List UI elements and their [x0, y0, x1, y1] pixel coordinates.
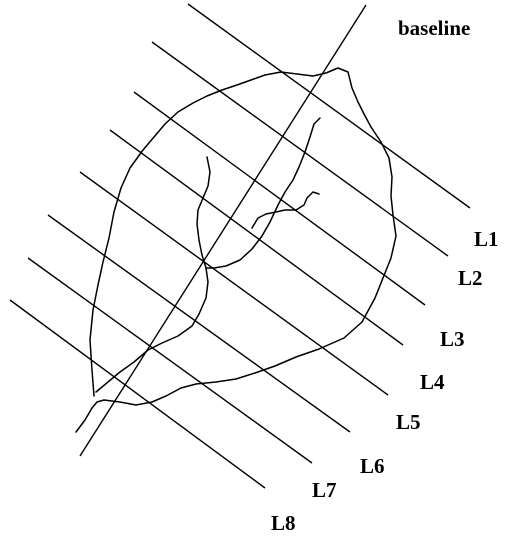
transect-label-l6: L6 [360, 454, 385, 478]
transect-label-l4: L4 [420, 370, 445, 394]
transect-label-l5: L5 [396, 410, 421, 434]
transect-lines [9, 3, 471, 489]
transect-line-l3 [133, 91, 426, 306]
transect-label-l1: L1 [474, 227, 499, 251]
transect-line-l2 [151, 41, 449, 257]
transect-line-l8 [9, 299, 266, 489]
stream-channel-main [95, 156, 211, 393]
transect-line-l7 [27, 257, 313, 464]
stream-channel-upper [205, 117, 321, 269]
baseline-label: baseline [398, 16, 471, 40]
baseline-line [79, 4, 367, 457]
transect-line-l4 [109, 129, 404, 346]
transect-line-l6 [47, 214, 351, 433]
area-boundary [75, 67, 397, 433]
transect-label-l3: L3 [440, 327, 465, 351]
transect-label-l2: L2 [458, 266, 483, 290]
transect-line-l1 [187, 3, 471, 209]
transect-label-l8: L8 [271, 511, 296, 535]
transect-label-l7: L7 [312, 478, 337, 502]
transect-line-l5 [79, 171, 389, 396]
stream-channel-tributary [251, 191, 320, 229]
